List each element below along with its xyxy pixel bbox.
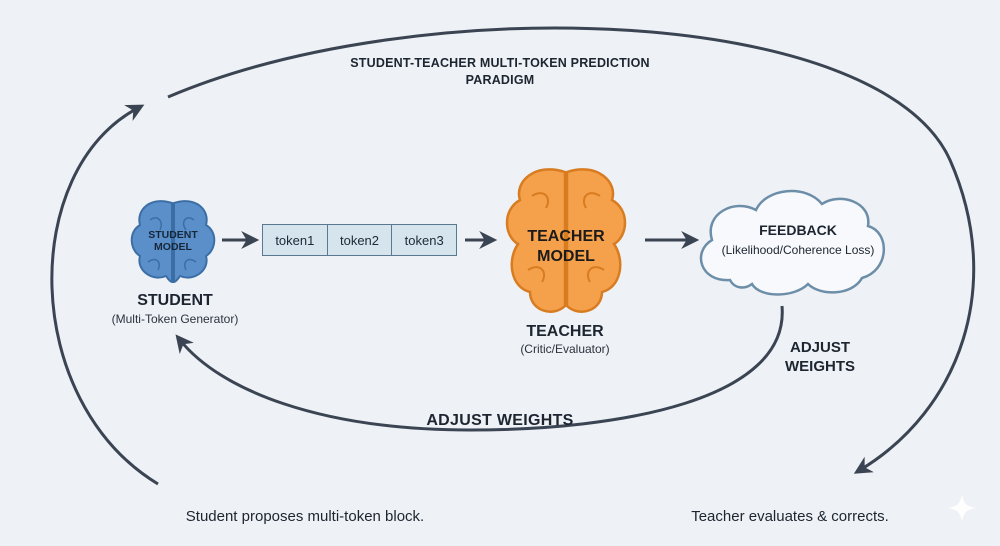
diagram-title: STUDENT-TEACHER MULTI-TOKEN PREDICTION P… <box>350 56 650 87</box>
token-cell: token2 <box>328 225 393 255</box>
token-cell: token1 <box>263 225 328 255</box>
token-cell: token3 <box>404 232 444 248</box>
teacher-role: (Critic/Evaluator) <box>520 342 610 356</box>
feedback-cloud-icon <box>699 189 885 296</box>
student-name: STUDENT <box>137 292 213 309</box>
token-block: token1 token2 token3 <box>262 224 457 256</box>
feedback-detail: (Likelihood/Coherence Loss) <box>721 243 875 257</box>
sparkle-icon <box>948 494 976 522</box>
teacher-brain-label: TEACHER MODEL <box>527 228 605 265</box>
feedback-title: FEEDBACK <box>759 222 837 238</box>
teacher-name: TEACHER <box>526 323 604 340</box>
outer-arrow-left <box>50 104 159 486</box>
teacher-brain-icon <box>505 168 627 313</box>
return-arrow-to-student <box>175 305 784 432</box>
adjust-weights-bottom-label: ADJUST WEIGHTS <box>426 412 574 429</box>
adjust-weights-right-label: ADJUST WEIGHTS <box>785 339 855 375</box>
student-brain-label: STUDENT MODEL <box>148 229 198 253</box>
caption-teacher: Teacher evaluates & corrects. <box>691 508 889 525</box>
outer-arrow-right <box>167 26 976 474</box>
student-brain-icon <box>130 200 216 284</box>
student-role: (Multi-Token Generator) <box>111 312 239 326</box>
caption-student: Student proposes multi-token block. <box>185 508 425 525</box>
